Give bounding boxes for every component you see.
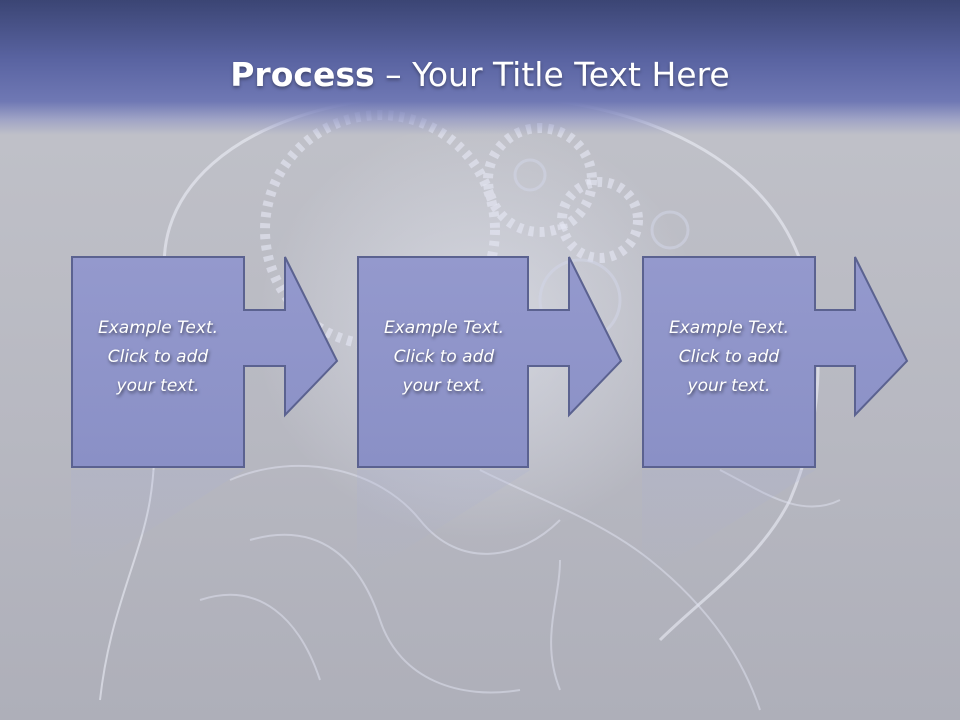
step-text[interactable]: Example Text. Click to add your text. — [644, 314, 814, 401]
title-strong: Process — [230, 55, 375, 94]
step-reflection — [642, 470, 816, 580]
step-text-line-3: your text. — [116, 376, 200, 396]
slide-title[interactable]: Process – Your Title Text Here — [0, 52, 960, 98]
step-text-line-1: Example Text. — [668, 318, 790, 338]
step-text-line-3: your text. — [402, 376, 486, 396]
step-text[interactable]: Example Text. Click to add your text. — [359, 314, 529, 401]
step-text-line-3: your text. — [687, 376, 771, 396]
step-text-line-2: Click to add — [107, 347, 209, 367]
step-reflection — [357, 470, 531, 580]
step-text-line-1: Example Text. — [97, 318, 219, 338]
step-text-line-2: Click to add — [393, 347, 495, 367]
title-rest: – Your Title Text Here — [374, 55, 730, 94]
step-text[interactable]: Example Text. Click to add your text. — [73, 314, 243, 401]
arrow-box-shape — [357, 256, 623, 468]
step-text-line-2: Click to add — [678, 347, 780, 367]
step-text-line-1: Example Text. — [383, 318, 505, 338]
step-reflection — [71, 470, 245, 580]
process-step-3[interactable]: Example Text. Click to add your text. — [642, 256, 960, 580]
arrow-box-shape — [71, 256, 339, 468]
title-bar — [0, 0, 960, 135]
arrow-box-shape — [642, 256, 909, 468]
